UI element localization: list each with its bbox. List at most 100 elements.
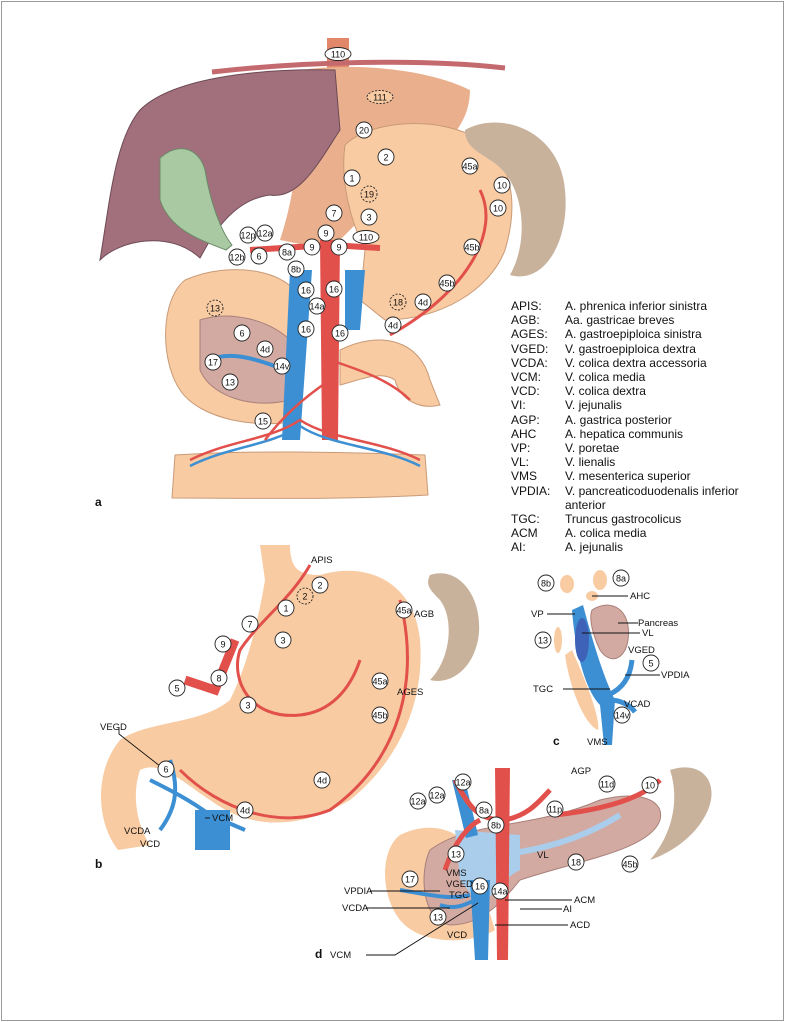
station-number: 8b xyxy=(491,821,501,831)
station-marker-9: 9 xyxy=(317,224,335,242)
station-number: 9 xyxy=(220,640,225,650)
station-number: 17 xyxy=(208,358,218,368)
legend-definition: A. gastroepiploica sinistra xyxy=(565,327,702,342)
station-marker-45b: 45b xyxy=(371,706,389,724)
station-marker-19: 19 xyxy=(360,185,378,203)
station-number: 45b xyxy=(372,711,387,721)
station-number: 5 xyxy=(648,659,653,669)
station-circle xyxy=(296,587,314,605)
station-circle xyxy=(214,635,232,653)
legend-entry: VI:V. jejunalis xyxy=(511,398,765,412)
station-marker-7: 7 xyxy=(241,615,259,633)
vessel-label: VCD xyxy=(447,930,467,941)
station-number: 13 xyxy=(225,378,235,388)
mesenteric-branches xyxy=(264,358,411,441)
station-number: 45a xyxy=(396,606,411,616)
station-number: 16 xyxy=(301,325,311,335)
legend-abbreviation: AGP: xyxy=(511,412,540,427)
station-number: 5 xyxy=(174,684,179,694)
station-circle xyxy=(297,320,315,338)
station-marker-4d: 4d xyxy=(236,801,254,819)
vessel-label: APIS xyxy=(311,555,333,566)
station-marker-13: 13 xyxy=(447,845,465,863)
station-marker-16: 16 xyxy=(297,320,315,338)
station-marker-12a: 12a xyxy=(454,773,472,791)
station-marker-6: 6 xyxy=(233,324,251,342)
station-number: 14v xyxy=(275,362,290,372)
station-marker-8: 8 xyxy=(210,669,228,687)
stomach xyxy=(100,545,421,850)
station-number: 2 xyxy=(383,153,388,163)
leader-line xyxy=(366,902,479,956)
station-circle xyxy=(273,357,291,375)
station-marker-10: 10 xyxy=(489,199,507,217)
legend-abbreviation: VCD: xyxy=(511,384,540,399)
station-circle xyxy=(277,599,295,617)
station-marker-14a: 14a xyxy=(308,297,326,315)
station-marker-16: 16 xyxy=(331,324,349,342)
vessel-label: VP xyxy=(531,609,544,620)
station-circle xyxy=(331,324,349,342)
station-circle xyxy=(463,238,481,256)
station-number: 11p xyxy=(548,805,562,815)
station-number: 13 xyxy=(210,304,220,314)
legend-definition: A. phrenica inferior sinistra xyxy=(565,299,708,313)
legend-abbreviation: VP: xyxy=(511,441,531,456)
panel-letter-c: c xyxy=(553,734,560,748)
station-number: 10 xyxy=(645,781,655,791)
panel-a-illustration xyxy=(99,38,566,499)
vessel-label: VPDIA xyxy=(344,886,373,897)
colic-vein-arcade xyxy=(189,424,421,468)
station-circle xyxy=(287,260,305,278)
station-marker-3: 3 xyxy=(274,631,292,649)
station-number: 45b xyxy=(439,279,454,289)
spleen xyxy=(650,767,712,860)
station-marker-18: 18 xyxy=(389,293,407,311)
station-number: 16 xyxy=(301,286,311,296)
station-marker-8b: 8b xyxy=(487,816,505,834)
vessel-label: Pancreas xyxy=(638,618,678,629)
vessel-label: VMS xyxy=(446,868,467,879)
vessel-label: AGB xyxy=(414,609,434,620)
station-number: 17 xyxy=(405,875,415,885)
station-circle xyxy=(384,316,402,334)
station-circle xyxy=(313,771,331,789)
station-circle xyxy=(204,353,222,371)
station-circle xyxy=(274,631,292,649)
aorta xyxy=(495,768,510,960)
station-circle xyxy=(352,230,380,244)
lymph-node xyxy=(560,575,574,593)
station-number: 8b xyxy=(541,579,551,589)
station-marker-9: 9 xyxy=(303,238,321,256)
legend-abbreviation: VL: xyxy=(511,455,530,470)
transverse-colon xyxy=(171,451,429,499)
station-circle xyxy=(598,775,616,793)
station-number: 3 xyxy=(245,701,250,711)
station-circle xyxy=(210,669,228,687)
vessel-label: ACD xyxy=(570,920,590,931)
station-number: 7 xyxy=(247,620,252,630)
legend-entry: APIS:A. phrenica inferior sinistra xyxy=(511,299,765,313)
station-marker-1: 1 xyxy=(343,169,361,187)
legend-entry: VL: V. lienalis xyxy=(511,455,765,469)
station-number: 9 xyxy=(309,243,314,253)
station-number: 111 xyxy=(373,93,387,103)
station-circle xyxy=(612,569,630,587)
legend-definition: V. mesenterica superior xyxy=(565,469,691,484)
leader-line xyxy=(118,727,166,771)
station-marker-4d: 4d xyxy=(384,316,402,334)
station-circle xyxy=(371,706,389,724)
legend-definition: V. lienalis xyxy=(565,455,616,470)
legend-definition: A. colica media xyxy=(565,526,647,541)
vessel-label: VCAD xyxy=(624,699,651,710)
station-number: 45a xyxy=(462,162,477,172)
vessel-label: VL xyxy=(537,850,549,861)
station-number: 10 xyxy=(497,181,507,191)
vessel-label: VCM xyxy=(212,813,233,824)
station-number: 1 xyxy=(283,604,288,614)
legend-entry: AGES:A. gastroepiploica sinistra xyxy=(511,327,765,341)
station-marker-11p: 11p xyxy=(546,800,564,818)
pancreas xyxy=(590,604,629,660)
station-circle xyxy=(567,853,585,871)
